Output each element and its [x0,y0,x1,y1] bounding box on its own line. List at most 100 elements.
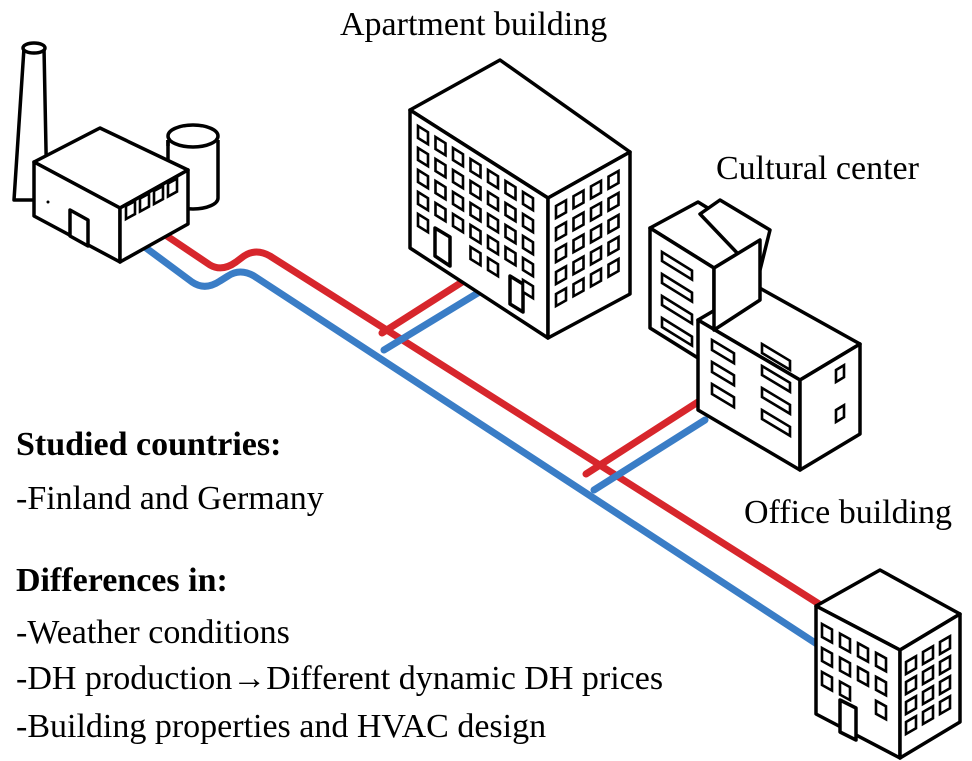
window [938,633,952,657]
window [486,211,500,235]
return-pipe-apartment-branch [380,284,490,354]
cultural-center-drawing [648,198,862,472]
window [710,337,736,366]
cultural-center-label: Cultural center [716,150,919,187]
office-building-label: Office building [744,494,953,531]
window [572,276,585,299]
window [521,233,535,257]
window [416,211,430,235]
office-building-drawing [814,568,962,760]
window [451,211,465,235]
supply-pipe-cultural-branch [582,398,702,478]
window [660,315,694,348]
window [416,189,430,213]
window [554,220,568,243]
window [589,222,603,245]
window [486,189,500,213]
window [938,673,952,697]
window [660,271,694,304]
window [504,178,517,202]
window [521,255,535,279]
window [904,713,918,737]
window [572,254,585,277]
window [874,674,888,698]
window [938,653,952,677]
window [856,641,870,664]
supply-pipe-apartment-branch [378,273,474,337]
window [904,693,918,717]
window [607,212,620,235]
window [521,277,535,301]
window [521,189,535,213]
window [572,188,585,211]
window [521,211,535,235]
window [434,178,447,202]
window [486,255,500,279]
window [469,244,482,268]
window [554,242,568,265]
window [451,145,465,169]
window [152,183,165,207]
window [486,233,500,257]
differences-heading: Differences in: [16,562,228,599]
window [856,665,870,688]
window [166,176,179,199]
studied-countries-item: -Finland and Germany [16,480,324,517]
window [451,189,465,213]
differences-item-dh-production: -DH production→Different dynamic DH pric… [16,660,664,697]
window [572,232,585,255]
window [921,663,935,687]
window [469,178,482,202]
window [469,200,482,224]
window [710,381,736,410]
window [416,145,430,169]
window [834,362,846,385]
window [874,698,888,722]
window [660,293,694,326]
window [434,200,447,224]
window [938,693,952,717]
window [760,341,792,373]
window [572,210,585,233]
window [760,363,792,395]
window [838,679,852,703]
window [607,256,620,279]
window [904,673,918,697]
window [710,359,736,388]
window [874,650,888,674]
window [834,402,846,425]
window [838,631,852,655]
window [416,167,430,191]
window [921,703,935,727]
window [451,167,465,191]
window [554,264,568,287]
window [124,198,137,222]
apartment-building-label: Apartment building [340,6,608,43]
window [838,655,852,679]
window [554,198,568,221]
window [589,244,603,267]
apartment-building-drawing [408,58,632,340]
window [138,191,151,214]
window [820,621,834,645]
differences-item-weather: -Weather conditions [16,614,290,651]
window [921,683,935,707]
window [554,286,568,309]
heating-plant [12,41,220,264]
window [434,156,447,180]
district-heating-pipes [134,226,842,654]
window [416,123,430,147]
window [760,385,792,417]
window [607,168,620,191]
window [921,643,935,667]
return-pipe-cultural-branch [590,416,709,494]
window [469,156,482,180]
window [607,234,620,257]
window [469,222,482,246]
window [760,407,792,439]
window [660,249,694,282]
window [504,200,517,224]
window [589,200,603,223]
window [486,167,500,191]
